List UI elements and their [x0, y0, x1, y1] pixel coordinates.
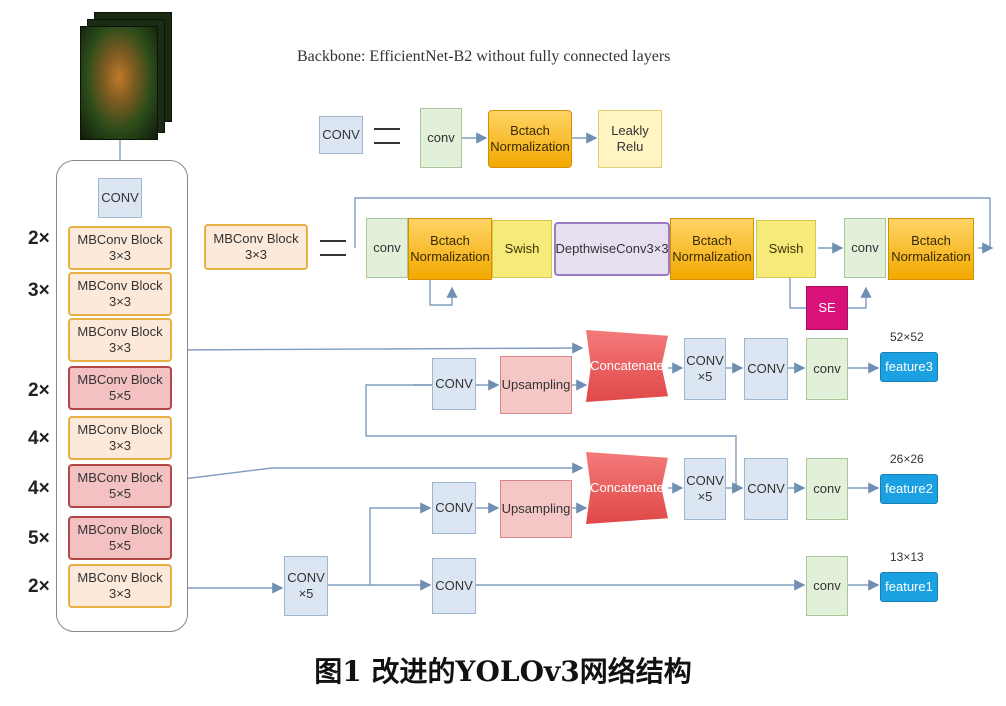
concatenate-2: Concatenate	[586, 452, 668, 524]
small-conv-26: conv	[806, 458, 848, 520]
concatenate-1: Concatenate	[586, 330, 668, 402]
backbone-conv: CONV	[98, 178, 142, 218]
small-conv-52: conv	[806, 338, 848, 400]
feature1-output: feature1	[880, 572, 938, 602]
mbconv-conv1: conv	[366, 218, 408, 278]
conv-x5-2: CONV×5	[684, 458, 726, 520]
diagram-title: Backbone: EfficientNet-B2 without fully …	[297, 48, 671, 65]
block-repeat-count: 2×	[28, 228, 50, 249]
neck-conv-26: CONV	[744, 458, 788, 520]
block-repeat-count: 2×	[28, 576, 50, 597]
block-repeat-count: 2×	[28, 380, 50, 401]
block-repeat-count: 5×	[28, 528, 50, 549]
block-repeat-count: 4×	[28, 428, 50, 449]
legend-conv-lhs: CONV	[319, 116, 363, 154]
neck-conv-52: CONV	[744, 338, 788, 400]
neck-conv-13: CONV	[432, 558, 476, 614]
small-conv-13: conv	[806, 556, 848, 616]
mbconv-swish1: Swish	[492, 220, 552, 278]
feature2-output: feature2	[880, 474, 938, 504]
feature3-output: feature3	[880, 352, 938, 382]
equals-sign-2	[320, 240, 346, 256]
mbconv-conv2: conv	[844, 218, 886, 278]
mbconv-depthwise-conv: DepthwiseConv3×3	[554, 222, 670, 276]
upsampling-1: Upsampling	[500, 356, 572, 414]
mbconv-swish2: Swish	[756, 220, 816, 278]
input-image	[80, 12, 172, 140]
feature2-size: 26×26	[890, 452, 924, 466]
conv-x5-1: CONV×5	[684, 338, 726, 400]
legend-conv: conv	[420, 108, 462, 168]
equals-sign	[374, 128, 400, 144]
feature1-size: 13×13	[890, 550, 924, 564]
mbconv-se: SE	[806, 286, 848, 330]
conv-x5-3: CONV×5	[284, 556, 328, 616]
upsampling-2: Upsampling	[500, 480, 572, 538]
block-repeat-count: 3×	[28, 280, 50, 301]
block-repeat-count: 4×	[28, 478, 50, 499]
feature3-size: 52×52	[890, 330, 924, 344]
neck-conv-2: CONV	[432, 482, 476, 534]
neck-conv-1: CONV	[432, 358, 476, 410]
figure-caption: 图1 改进的YOLOv3网络结构	[314, 655, 692, 688]
